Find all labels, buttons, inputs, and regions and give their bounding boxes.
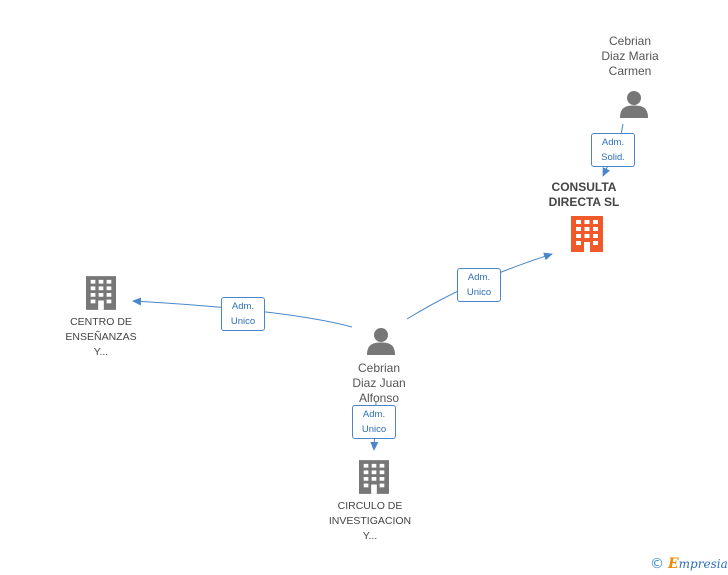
name-line: Alfonso (358, 391, 400, 405)
name-line: ENSEÑANZAS (65, 331, 137, 343)
building-icon (359, 460, 389, 494)
edge-label-line: Adm. (231, 301, 255, 312)
person-name-maria: Cebrian Diaz Maria Carmen (580, 34, 680, 79)
brand-initial: E (668, 556, 679, 572)
edge-label-adm-unico-consulta: Adm. Unico (457, 268, 501, 302)
edge-label-line: Unico (466, 287, 492, 298)
person-name-juan: Cebrian Diaz Juan Alfonso (329, 361, 429, 406)
edge-label-line: Adm. (467, 272, 491, 283)
company-name-circulo: CIRCULO DE INVESTIGACION Y... (315, 499, 425, 544)
edge-label-line: Adm. (601, 137, 625, 148)
edge-label-line: Solid. (601, 152, 625, 163)
company-name-centro: CENTRO DE ENSEÑANZAS Y... (46, 315, 156, 360)
name-line: Y... (93, 346, 109, 358)
name-line: CIRCULO DE (337, 500, 403, 512)
person-icon (367, 328, 395, 355)
edge-label-adm-unico-centro: Adm. Unico (221, 297, 265, 331)
name-line: Cebrian (357, 361, 401, 375)
name-line: Cebrian (608, 34, 652, 48)
name-line: Diaz Juan (352, 376, 406, 390)
copyright-icon: © (650, 556, 664, 572)
brand-name: mpresia (678, 557, 728, 571)
name-line: CENTRO DE (70, 316, 132, 328)
name-line: Y... (362, 530, 378, 542)
edge-label-line: Adm. (362, 409, 386, 420)
name-line: Carmen (608, 64, 652, 78)
name-line: CONSULTA (551, 180, 617, 194)
person-icon (620, 91, 648, 118)
edge-label-line: Unico (230, 316, 256, 327)
brand-logo: Empresia (668, 556, 728, 572)
edge-juan-to-centro (132, 297, 353, 328)
name-line: Diaz Maria (601, 49, 659, 63)
focus-company-name: CONSULTA DIRECTA SL (534, 180, 634, 210)
building-icon (86, 276, 116, 310)
building-icon (571, 216, 603, 252)
edge-label-adm-solid: Adm. Solid. (591, 133, 635, 167)
edge-label-adm-unico-circulo: Adm. Unico (352, 405, 396, 439)
name-line: DIRECTA SL (548, 195, 620, 209)
empresia-brand[interactable]: © Empresia (650, 554, 728, 574)
edge-label-line: Unico (361, 424, 387, 435)
name-line: INVESTIGACION (328, 515, 412, 527)
